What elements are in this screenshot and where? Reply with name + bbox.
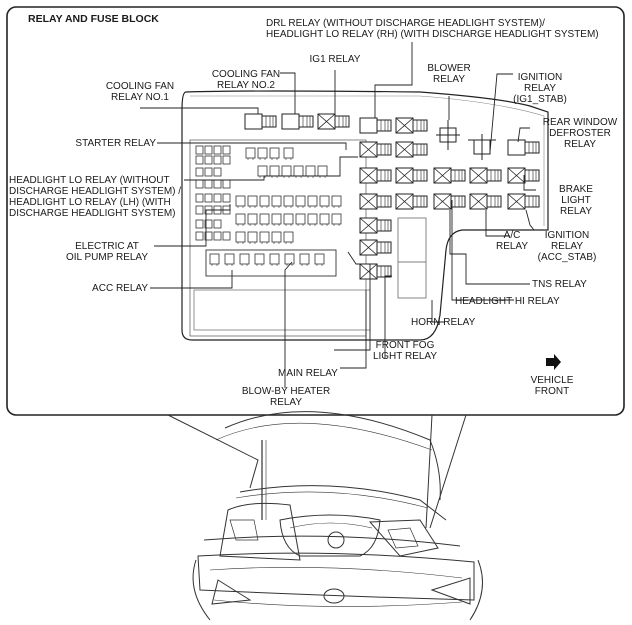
outer-frame bbox=[6, 6, 625, 416]
label-acc-relay: ACC RELAY bbox=[92, 283, 148, 294]
relay-ig1 bbox=[317, 113, 350, 130]
label-cooling-fan-relay-1: COOLING FAN RELAY NO.1 bbox=[105, 81, 175, 103]
label-rear-window-defroster: REAR WINDOW DEFROSTER RELAY bbox=[542, 117, 618, 150]
relay-blower bbox=[436, 120, 460, 150]
label-headlight-lo-relay: HEADLIGHT LO RELAY (WITHOUT DISCHARGE HE… bbox=[9, 175, 182, 219]
label-ignition-relay-acc: IGNITION RELAY (ACC_STAB) bbox=[537, 230, 597, 263]
relay-cooling-fan-1 bbox=[244, 113, 277, 130]
fuse-area bbox=[189, 139, 367, 337]
relay-cooling-fan-2 bbox=[281, 113, 314, 130]
relay-column-5 bbox=[507, 139, 540, 210]
label-ac-relay: A/C RELAY bbox=[495, 230, 529, 252]
label-blower-relay: BLOWER RELAY bbox=[427, 63, 471, 85]
label-ignition-relay-ig1: IGNITION RELAY (IG1_STAB) bbox=[513, 72, 567, 105]
label-cooling-fan-relay-2: COOLING FAN RELAY NO.2 bbox=[211, 69, 281, 91]
leader-lines bbox=[140, 42, 536, 388]
fuse-row-frame bbox=[205, 249, 337, 277]
label-headlight-hi-relay: HEADLIGHT HI RELAY bbox=[455, 296, 560, 307]
slot-large bbox=[397, 217, 427, 299]
label-blow-by-heater-relay: BLOW-BY HEATER RELAY bbox=[241, 386, 331, 408]
label-starter-relay: STARTER RELAY bbox=[75, 138, 156, 149]
label-electric-at-oil-pump: ELECTRIC AT OIL PUMP RELAY bbox=[65, 241, 149, 263]
diagram-title: RELAY AND FUSE BLOCK bbox=[28, 13, 159, 25]
label-vehicle-front: VEHICLE FRONT bbox=[530, 375, 574, 397]
arrow-right-icon bbox=[546, 354, 561, 370]
label-main-relay: MAIN RELAY bbox=[278, 368, 338, 379]
label-brake-light-relay: BRAKE LIGHT RELAY bbox=[559, 184, 593, 217]
label-drl-relay: DRL RELAY (WITHOUT DISCHARGE HEADLIGHT S… bbox=[266, 18, 599, 40]
label-horn-relay: HORN RELAY bbox=[411, 317, 476, 328]
engine-bay-illustration bbox=[167, 411, 483, 621]
block-inner-outline bbox=[190, 95, 545, 226]
label-front-fog-light-relay: FRONT FOG LIGHT RELAY bbox=[372, 340, 438, 362]
label-tns-relay: TNS RELAY bbox=[532, 279, 587, 290]
label-ig1-relay: IG1 RELAY bbox=[309, 54, 361, 65]
